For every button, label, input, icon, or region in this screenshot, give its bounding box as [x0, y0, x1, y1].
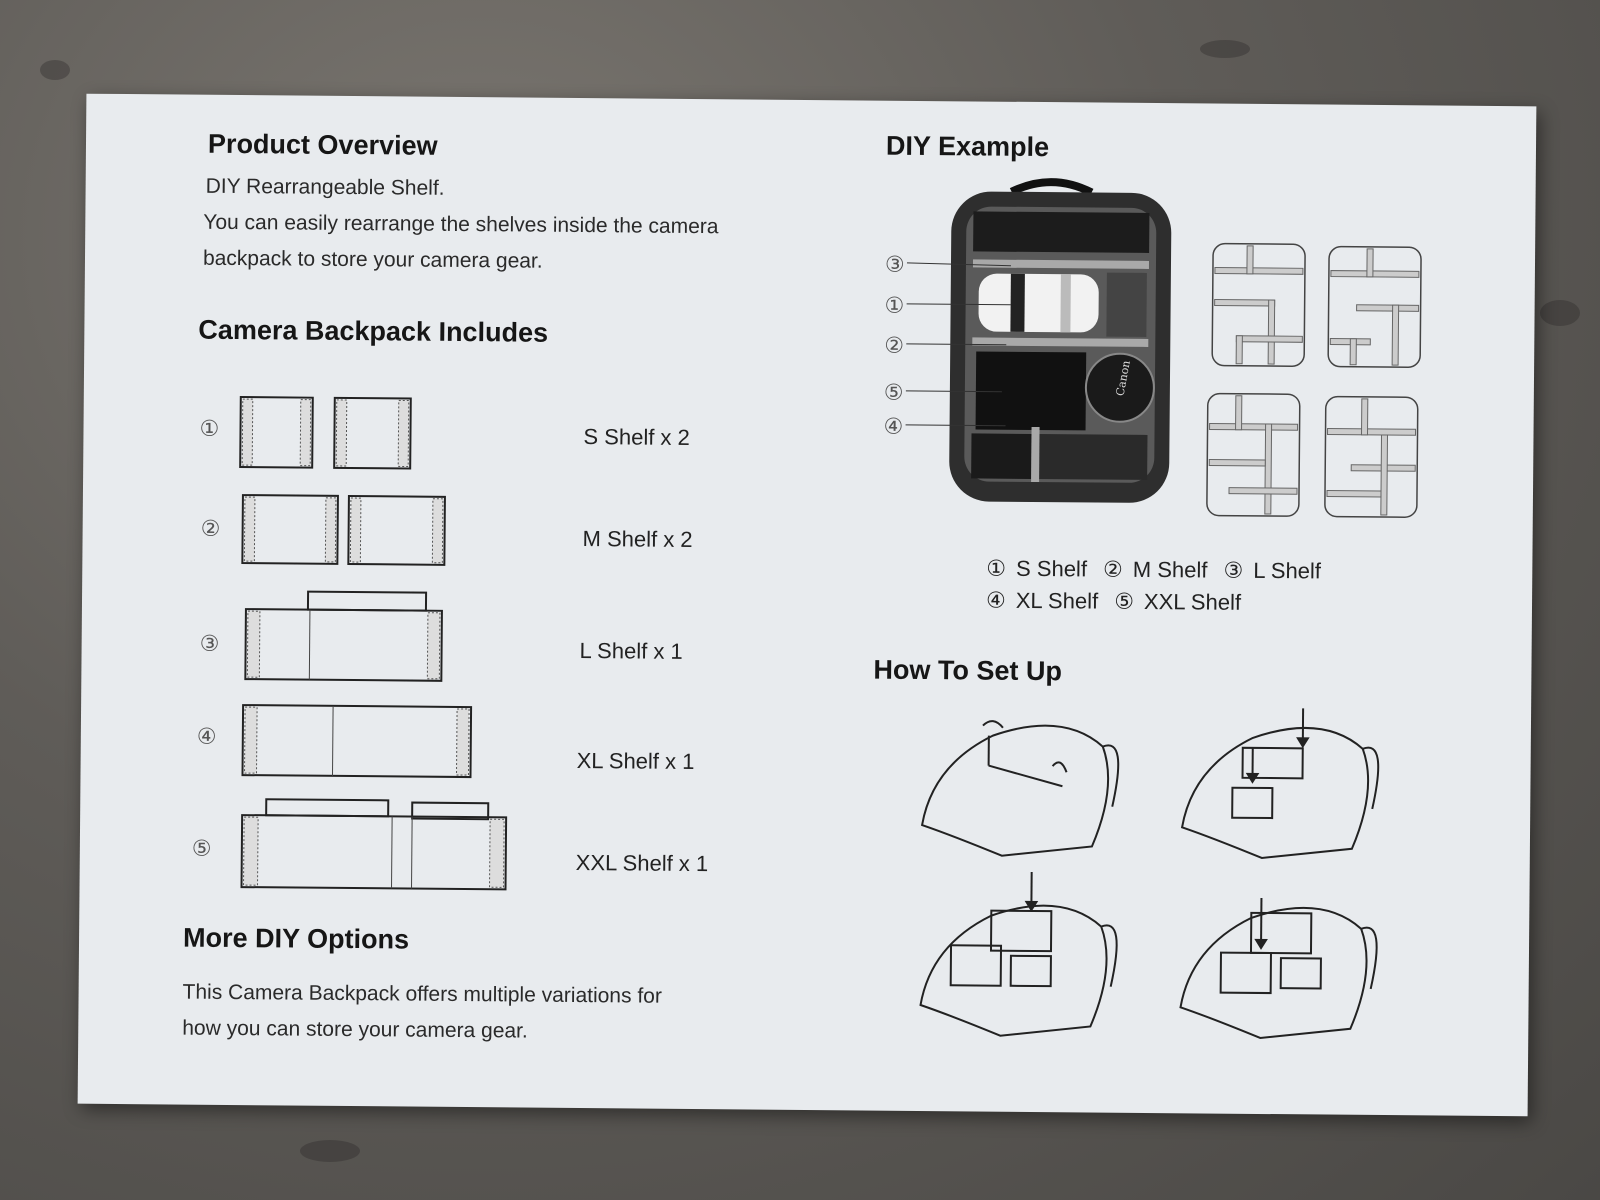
legend-label-2: M Shelf	[1132, 556, 1208, 583]
more-line-1: This Camera Backpack offers multiple var…	[182, 980, 662, 1008]
legend-num-3: ③	[1223, 558, 1244, 584]
legend-label-4: XL Shelf	[1015, 587, 1099, 614]
shelf-5-number: ⑤	[191, 836, 212, 862]
legend-label-5: XXL Shelf	[1143, 588, 1242, 615]
layout-diagrams	[1206, 242, 1422, 518]
callout-2: ②	[884, 333, 905, 359]
shelf-2-label: M Shelf x 2	[582, 526, 693, 552]
overview-line-1: DIY Rearrangeable Shelf.	[205, 174, 445, 200]
shelf-3-label: L Shelf x 1	[579, 638, 683, 664]
legend-num-4: ④	[985, 588, 1006, 614]
shelf-2-number: ②	[200, 516, 221, 542]
shelf-4-label: XL Shelf x 1	[576, 747, 695, 775]
more-line-2: how you can store your camera gear.	[182, 1016, 528, 1043]
callout-3: ③	[884, 252, 905, 278]
legend-num-1: ①	[986, 556, 1007, 582]
lens-cap-brand: Canon	[1114, 359, 1133, 397]
shelf-1-number: ①	[199, 416, 220, 442]
backpack-photo: Canon	[949, 178, 1172, 503]
setup-steps-drawing	[919, 708, 1380, 1039]
legend-num-5: ⑤	[1114, 589, 1135, 615]
callout-4: ④	[883, 414, 904, 440]
m-shelf-drawing	[241, 494, 446, 566]
how-to-set-up-title: How To Set Up	[873, 654, 1063, 687]
shelf-4-number: ④	[196, 724, 217, 750]
legend-label-1: S Shelf	[1015, 555, 1088, 582]
legend-num-2: ②	[1103, 557, 1123, 583]
legend-label-3: L Shelf	[1253, 557, 1322, 584]
l-shelf-drawing	[244, 590, 443, 682]
legend-row-1: ① S Shelf ② M Shelf ③ L Shelf	[986, 556, 1331, 585]
callout-1: ①	[884, 293, 905, 319]
legend-row-2: ④ XL Shelf ⑤ XXL Shelf	[986, 588, 1251, 616]
shelf-1-label: S Shelf x 2	[583, 424, 690, 450]
s-shelf-drawing	[239, 396, 412, 470]
includes-title: Camera Backpack Includes	[198, 314, 549, 348]
xxl-shelf-drawing	[240, 798, 508, 891]
background-texture	[1200, 40, 1250, 58]
product-overview-title: Product Overview	[207, 128, 438, 161]
xl-shelf-drawing	[241, 704, 473, 779]
background-texture	[300, 1140, 360, 1162]
background-texture	[1540, 300, 1580, 326]
callout-5: ⑤	[883, 380, 904, 406]
overview-line-2: You can easily rearrange the shelves ins…	[203, 210, 719, 239]
diy-example-title: DIY Example	[885, 130, 1050, 163]
shelf-3-number: ③	[199, 631, 220, 657]
overview-line-3: backpack to store your camera gear.	[202, 246, 543, 273]
callout-leader-lines	[905, 262, 1011, 427]
instruction-sheet: Product Overview DIY Rearrangeable Shelf…	[77, 93, 1537, 1117]
shelf-5-label: XXL Shelf x 1	[575, 849, 709, 877]
more-diy-title: More DIY Options	[182, 922, 410, 955]
background-texture	[40, 60, 70, 80]
